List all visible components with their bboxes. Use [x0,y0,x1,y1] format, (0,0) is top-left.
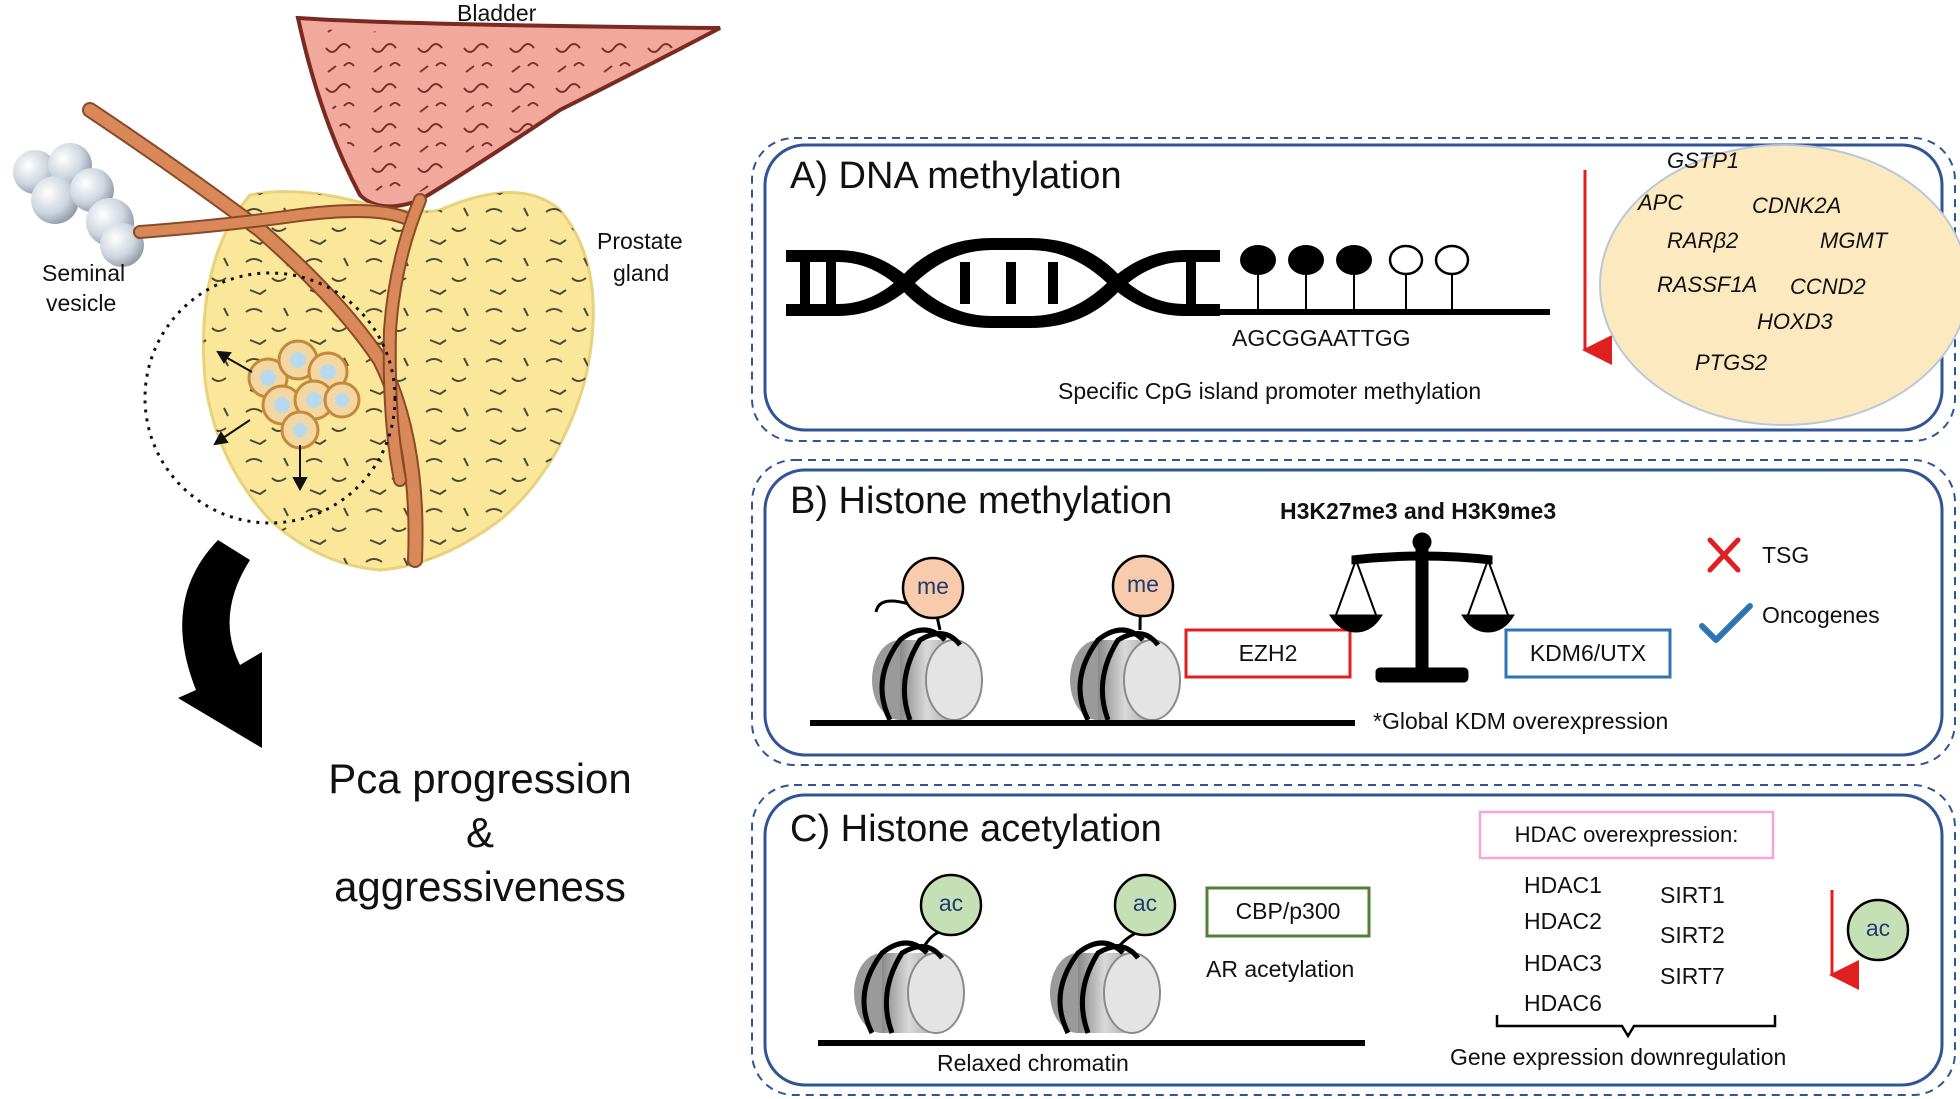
cross-icon [1707,537,1741,573]
kdm-box [1504,628,1672,679]
spread-arrows [213,350,308,492]
unmethylated-cpg [1434,244,1470,276]
tsg-label: TSG [1762,542,1810,568]
hdac-box [1478,810,1775,860]
gene-label: RASSF1A [1657,272,1758,297]
sirt-item: SIRT2 [1660,922,1725,948]
sirt-item: SIRT1 [1660,882,1725,908]
panel-a [751,137,1960,442]
hdac-item: HDAC3 [1524,950,1602,976]
me-mark [901,556,965,620]
sequence-label: AGCGGAATTGG [1232,325,1411,351]
relaxed-chromatin-label: Relaxed chromatin [937,1050,1129,1076]
gene-label: APC [1638,190,1684,215]
hdac-bracket [1495,1015,1777,1039]
hdac-item: HDAC6 [1524,990,1602,1016]
seminal-label-line1: Seminal [42,260,126,286]
methylated-cpg [1288,245,1324,275]
gene-label: RARβ2 [1667,228,1739,253]
methylated-cpg [1240,245,1276,275]
hdac-item: HDAC2 [1524,908,1602,934]
seminal-vesicle-shape [13,143,144,267]
sirt-item: SIRT7 [1660,963,1725,989]
outcome-text: Pca progression & aggressiveness [300,752,660,914]
check-icon [1699,603,1753,643]
methylation-lollipops [1240,244,1470,312]
ezh2-label: EZH2 [1238,640,1298,666]
global-kdm-footnote: *Global KDM overexpression [1373,708,1669,734]
hdac-item: HDAC1 [1524,872,1602,898]
ar-acetylation-label: AR acetylation [1206,956,1355,982]
prostate-label-line2: gland [613,260,670,286]
nucleosome [1050,930,1161,1035]
bladder-label: Bladder [457,0,537,26]
panel-a-title: A) DNA methylation [790,155,1122,197]
gene-label: CDNK2A [1752,193,1842,218]
gene-label: GSTP1 [1667,148,1740,173]
gene-label: PTGS2 [1695,350,1768,375]
ac-label: ac [938,890,964,916]
tumor-region-circle [143,271,397,525]
gene-oval [1599,144,1960,426]
big-curved-arrow [178,540,262,748]
panel-c [751,784,1956,1096]
nucleosome [854,930,965,1035]
panel-a-caption: Specific CpG island promoter methylation [1058,378,1482,404]
ac-label: ac [1865,915,1891,941]
ac-mark [1846,898,1910,962]
me-mark [1111,554,1175,618]
me-label: me [1127,571,1159,597]
gene-label: CCND2 [1790,274,1866,299]
kdm-label: KDM6/UTX [1529,640,1647,666]
hdac-title: HDAC overexpression: [1514,822,1739,847]
gene-label: HOXD3 [1757,309,1833,334]
ac-label: ac [1132,890,1158,916]
dna-helix [786,238,1220,328]
gene-label: MGMT [1820,228,1888,253]
balance-scale-icon [1329,532,1515,683]
me-label: me [917,573,949,599]
panel-b-title: B) Histone methylation [790,480,1173,522]
prostate-label-line1: Prostate [597,228,683,254]
duct-strands [82,102,427,568]
marks-title: H3K27me3 and H3K9me3 [1280,498,1557,524]
anatomy-illustration [13,15,721,748]
ac-mark [919,873,983,937]
ac-mark [1113,873,1177,937]
seminal-label-line2: vesicle [46,290,117,316]
ezh2-box [1184,628,1352,679]
outcome-line1: Pca progression [328,755,632,802]
outcome-line2: & [465,809,494,856]
unmethylated-cpg [1388,244,1424,276]
methylated-cpg [1336,245,1372,275]
oncogenes-label: Oncogenes [1762,602,1880,628]
cbp-label: CBP/p300 [1235,898,1341,924]
cbp-box [1205,886,1371,938]
outcome-line3: aggressiveness [334,863,626,910]
panel-b [751,459,1956,766]
panel-c-title: C) Histone acetylation [790,808,1162,850]
downregulation-label: Gene expression downregulation [1450,1044,1787,1070]
